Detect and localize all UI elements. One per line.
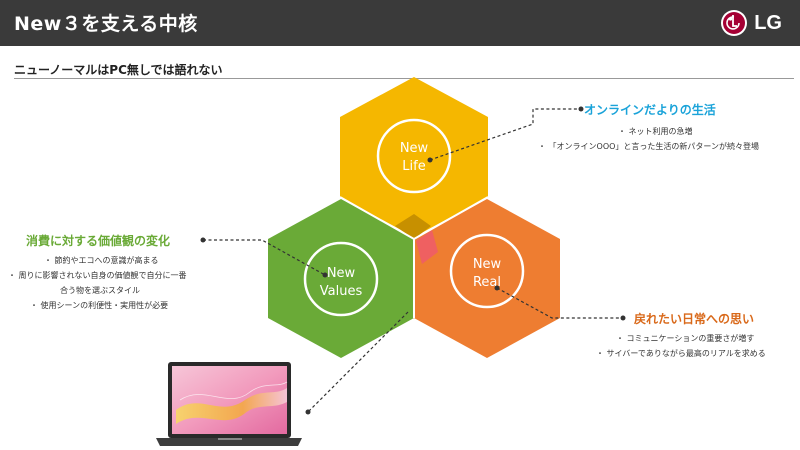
real-bullet-1: ・ コミュニケーションの重要さが増す [616,334,755,343]
dot-real-right [620,315,626,321]
values-bullet-3: ・ 使用シーンの利便性・実用性が必要 [30,301,169,310]
label-values-line2: Values [320,284,363,299]
hexagon-new-values [268,199,414,358]
connector-life [429,108,580,161]
values-bullet-2: ・ 周りに影響されない自身の価値観で自分に一番 [8,271,187,280]
label-values-line1: New [327,266,356,281]
values-heading: 消費に対する価値観の変化 [26,234,171,248]
label-real-line1: New [473,257,502,272]
center-accent-pink [416,230,438,264]
dot-laptop [305,409,311,415]
connector-laptop [307,311,409,413]
dot-values-left [200,237,206,243]
connector-real [496,287,622,319]
circle-new-life [376,118,452,194]
dot-real [494,285,500,291]
connector-lines [203,108,622,413]
dot-life [427,157,433,163]
subtitle: ニューノーマルはPC無しでは語れない [14,63,223,77]
values-bullet-2-cont: 合う物を選ぶスタイル [60,286,140,295]
label-real-line2: Real [473,275,501,290]
center-divider-lines [339,196,489,318]
page-title: New３を支える中核 [14,13,198,35]
label-life-line1: New [400,141,429,156]
hexagon-new-real [414,199,560,358]
laptop-icon [156,362,302,446]
dot-online [578,106,584,112]
values-bullet-1: ・ 節約やエコへの意識が高まる [44,256,159,265]
hexagon-new-life [340,77,488,237]
online-heading: オンラインだよりの生活 [584,103,716,117]
real-heading: 戻れたい日常への思い [634,312,755,326]
online-bullet-2: ・ 「オンラインOOO」と言った生活の新パターンが続々登場 [538,142,760,151]
label-life-line2: Life [402,159,425,174]
lg-face-icon [721,10,748,36]
online-bullet-1: ・ ネット利用の急増 [618,127,693,136]
circle-new-real [449,233,525,309]
logo-text: LG [754,11,782,34]
real-bullet-2: ・ サイバーでありながら最高のリアルを求める [596,349,766,358]
header-bar: New３を支える中核 LG [0,0,800,46]
dot-values [322,272,328,278]
lg-logo: LG [720,8,782,38]
subtitle-divider [14,78,794,79]
connector-values [203,239,326,276]
circle-new-values [303,241,379,317]
center-accent-dark [395,214,431,239]
